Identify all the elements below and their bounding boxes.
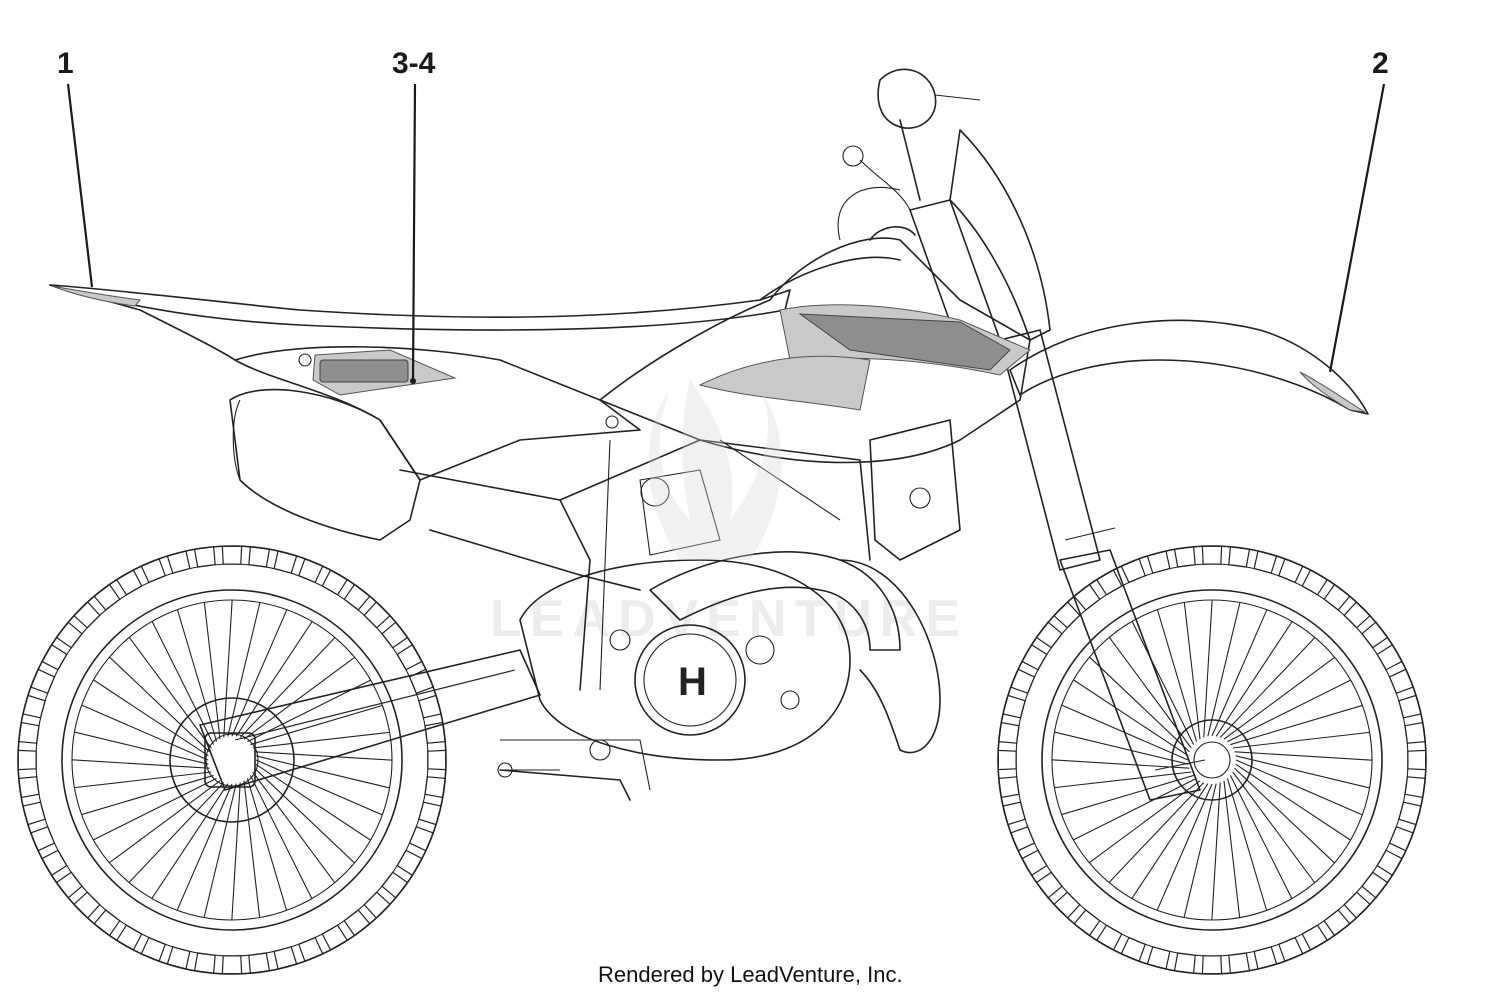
decal-item-3-4-side-panel [312, 349, 457, 396]
leader-lines [66, 83, 1386, 384]
front-wheel [997, 545, 1427, 975]
credit-text: Rendered by LeadVenture, Inc. [598, 962, 903, 987]
callout-label-1: 1 [57, 47, 74, 80]
husqvarna-crown-logo [648, 380, 782, 560]
decal-shroud [698, 304, 1031, 411]
callout-label-2: 2 [1372, 47, 1389, 80]
engine: H [500, 469, 851, 791]
motorcycle-line-drawing: H [17, 68, 1427, 975]
decal-item-1-seat-rear [51, 285, 141, 307]
callout-label-3-4: 3-4 [392, 47, 436, 80]
rear-wheel [17, 545, 447, 975]
decal-item-2-front-fender [1299, 371, 1366, 413]
front-fork [909, 199, 1206, 801]
engine-cover-logo: H [678, 660, 707, 704]
